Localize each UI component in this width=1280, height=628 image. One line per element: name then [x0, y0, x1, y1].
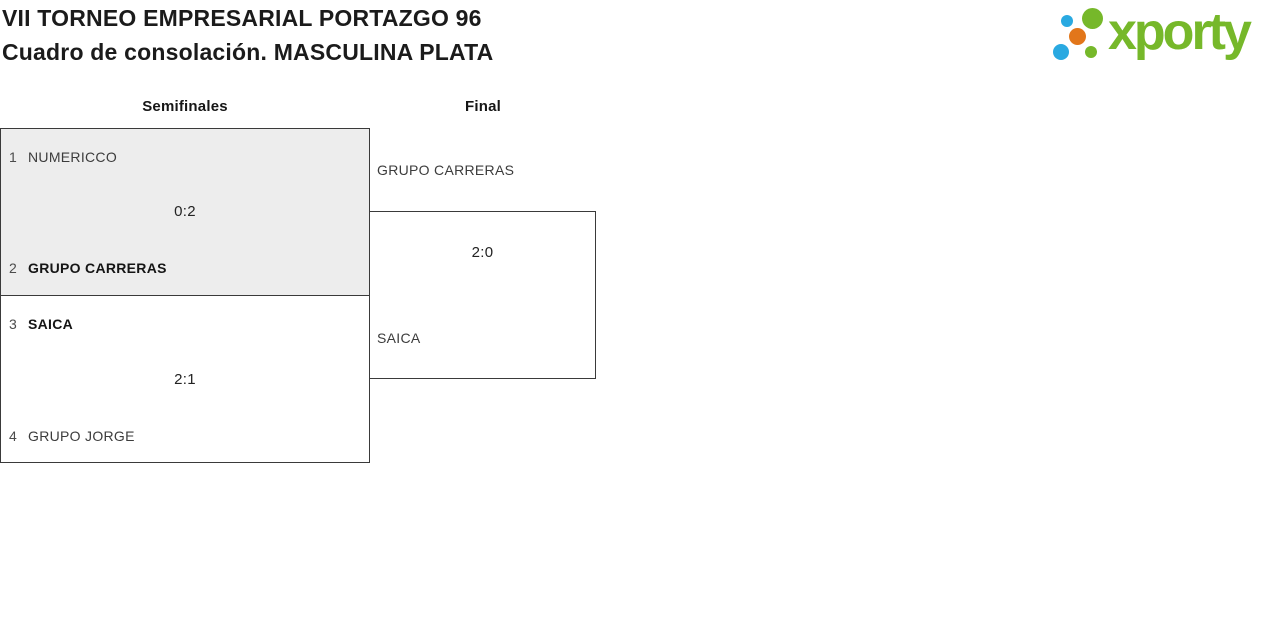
xporty-logo[interactable]: xporty — [1048, 3, 1278, 72]
match-score: 2:0 — [471, 244, 494, 261]
team-row: 1 NUMERICCO — [9, 148, 117, 166]
team-name: SAICA — [28, 316, 74, 332]
team-seed: 2 — [9, 260, 18, 276]
logo-dot-icon — [1069, 28, 1086, 45]
match-score: 2:1 — [174, 371, 196, 388]
team-seed: 1 — [9, 149, 18, 165]
team-name: GRUPO CARRERAS — [377, 162, 515, 178]
logo-dot-icon — [1053, 44, 1069, 60]
page-title-line2: Cuadro de consolación. MASCULINA PLATA — [2, 39, 494, 65]
logo-dot-icon — [1085, 46, 1097, 58]
team-row: 3 SAICA — [9, 315, 73, 333]
match-score: 0:2 — [174, 203, 196, 220]
logo-dot-icon — [1082, 8, 1103, 29]
match-box — [369, 211, 596, 379]
logo-dot-icon — [1061, 15, 1073, 27]
round-header-final: Final — [464, 98, 501, 115]
page-title-line1: VII TORNEO EMPRESARIAL PORTAZGO 96 — [2, 5, 482, 31]
team-name: SAICA — [377, 330, 421, 346]
page-title: VII TORNEO EMPRESARIAL PORTAZGO 96 Cuadr… — [2, 1, 493, 69]
team-seed: 3 — [9, 316, 18, 332]
team-name: NUMERICCO — [28, 149, 118, 165]
match-box — [0, 296, 370, 463]
team-name: GRUPO JORGE — [28, 428, 135, 444]
team-seed: 4 — [9, 428, 18, 444]
team-row: 2 GRUPO CARRERAS — [9, 259, 167, 277]
team-row: SAICA — [377, 329, 421, 347]
team-row: GRUPO CARRERAS — [377, 161, 514, 179]
team-name: GRUPO CARRERAS — [28, 260, 167, 276]
team-row: 4 GRUPO JORGE — [9, 427, 135, 445]
logo-wordmark: xporty — [1108, 3, 1252, 61]
round-header-semifinals: Semifinales — [142, 98, 228, 115]
match-box — [0, 128, 370, 296]
